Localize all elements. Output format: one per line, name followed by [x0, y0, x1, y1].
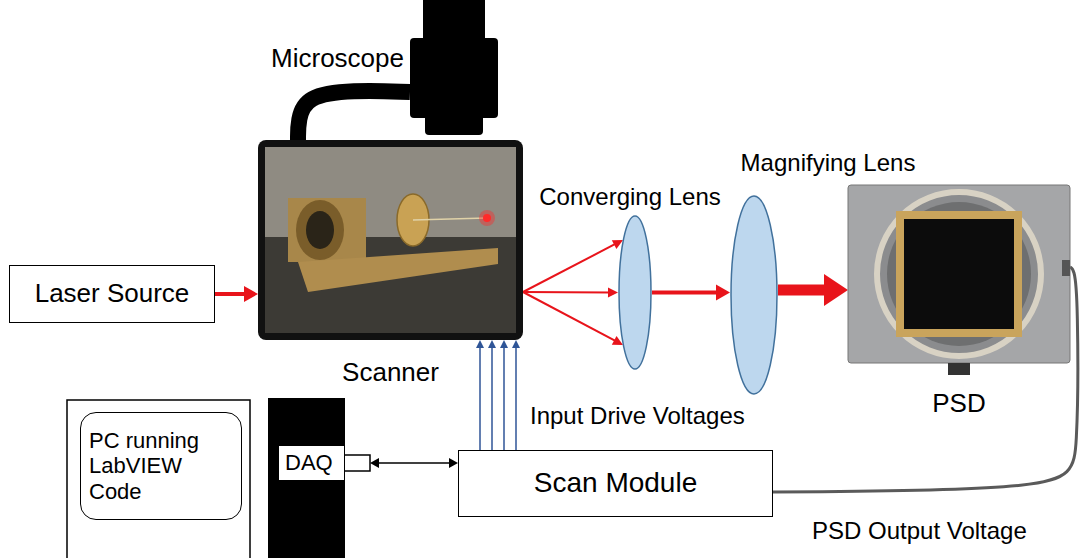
- pc-process-box: PC running LabVIEW Code: [80, 412, 242, 520]
- eyepiece: [423, 0, 485, 40]
- lens-shape: [619, 216, 651, 369]
- laser-spot: [483, 214, 491, 222]
- cable-socket: [1062, 260, 1070, 276]
- connector-line: [523, 291, 611, 293]
- converged-beam-arrow: [652, 285, 730, 301]
- magnifying-lens: Magnifying Lens: [730, 195, 778, 395]
- lens-shape: [731, 196, 777, 394]
- holder-bore: [306, 211, 334, 249]
- source-box: Laser Source: [9, 265, 215, 323]
- scanner-outline: [258, 140, 523, 340]
- signal-label: Input Drive Voltages: [528, 402, 747, 430]
- arrowhead: [449, 458, 458, 468]
- box-label: DAQ: [285, 450, 333, 475]
- fiber-cantilever: [413, 218, 487, 220]
- arrowhead: [824, 274, 848, 306]
- connector-line: [778, 285, 831, 296]
- connector-line: [215, 292, 248, 296]
- sensor-area: [904, 219, 1014, 329]
- converging-lens-outline: [618, 215, 652, 370]
- data-link-arrow: [370, 458, 458, 468]
- sensor-board: [896, 211, 1022, 337]
- ring-inner: [887, 202, 1031, 346]
- arrowhead: [500, 340, 508, 348]
- brass-arm: [298, 248, 498, 292]
- connector-line: [376, 462, 451, 464]
- daq-port-tab: [343, 455, 370, 471]
- part-label: Scanner: [342, 358, 439, 388]
- scan-module-box: Scan Module: [458, 450, 773, 517]
- connector-line: [523, 292, 617, 342]
- part-label: Magnifying Lens: [741, 149, 916, 177]
- connector-line: [298, 91, 410, 140]
- arrowhead: [488, 340, 496, 348]
- daq-card: [268, 398, 345, 558]
- objective: [425, 112, 483, 135]
- brass-holder: [288, 198, 366, 262]
- part-label: Microscope: [271, 44, 404, 74]
- microscope-body: [410, 38, 498, 118]
- post: [948, 363, 970, 375]
- daq-box: DAQ: [278, 445, 345, 481]
- laser-beam-arrow: [215, 286, 258, 302]
- arrowhead: [370, 458, 379, 468]
- magnified-beam-arrow: [778, 274, 848, 306]
- connector-line: [479, 346, 481, 450]
- position-sensitive-detector-outline: [848, 185, 1070, 375]
- scanner: Scanner: [258, 140, 523, 340]
- magnifying-lens-outline: [730, 195, 778, 395]
- connector-line: [652, 291, 720, 295]
- arrowhead: [716, 285, 730, 301]
- pc-housing: [67, 400, 250, 558]
- signal-label: PSD Output Voltage: [810, 517, 1029, 545]
- microscope-outline: [410, 0, 498, 135]
- holder-face: [296, 200, 344, 260]
- connector-line: [515, 346, 517, 450]
- arrowhead: [244, 286, 258, 302]
- box-label: PC running LabVIEW Code: [89, 428, 214, 504]
- arrowhead: [512, 340, 520, 348]
- microscope: Microscope: [410, 0, 498, 135]
- mount-plate: [848, 185, 1070, 363]
- photo-frame: [258, 140, 523, 340]
- drive-voltage-arrows: [476, 340, 520, 450]
- microscope-arm: [298, 91, 410, 140]
- converging-lens: Converging Lens: [618, 215, 652, 370]
- diverging-rays: [523, 240, 623, 345]
- laser-glow: [479, 210, 495, 226]
- arrowhead: [476, 340, 484, 348]
- connector-line: [491, 346, 493, 450]
- part-label: Converging Lens: [539, 183, 720, 211]
- position-sensitive-detector: PSD: [848, 185, 1070, 375]
- box-label: Laser Source: [35, 279, 190, 309]
- part-label: PSD: [932, 389, 985, 419]
- arrowhead: [608, 287, 618, 297]
- box-label: Scan Module: [534, 467, 697, 499]
- connector-line: [523, 243, 617, 292]
- mount-ring: [877, 192, 1041, 356]
- connector-line: [503, 346, 505, 450]
